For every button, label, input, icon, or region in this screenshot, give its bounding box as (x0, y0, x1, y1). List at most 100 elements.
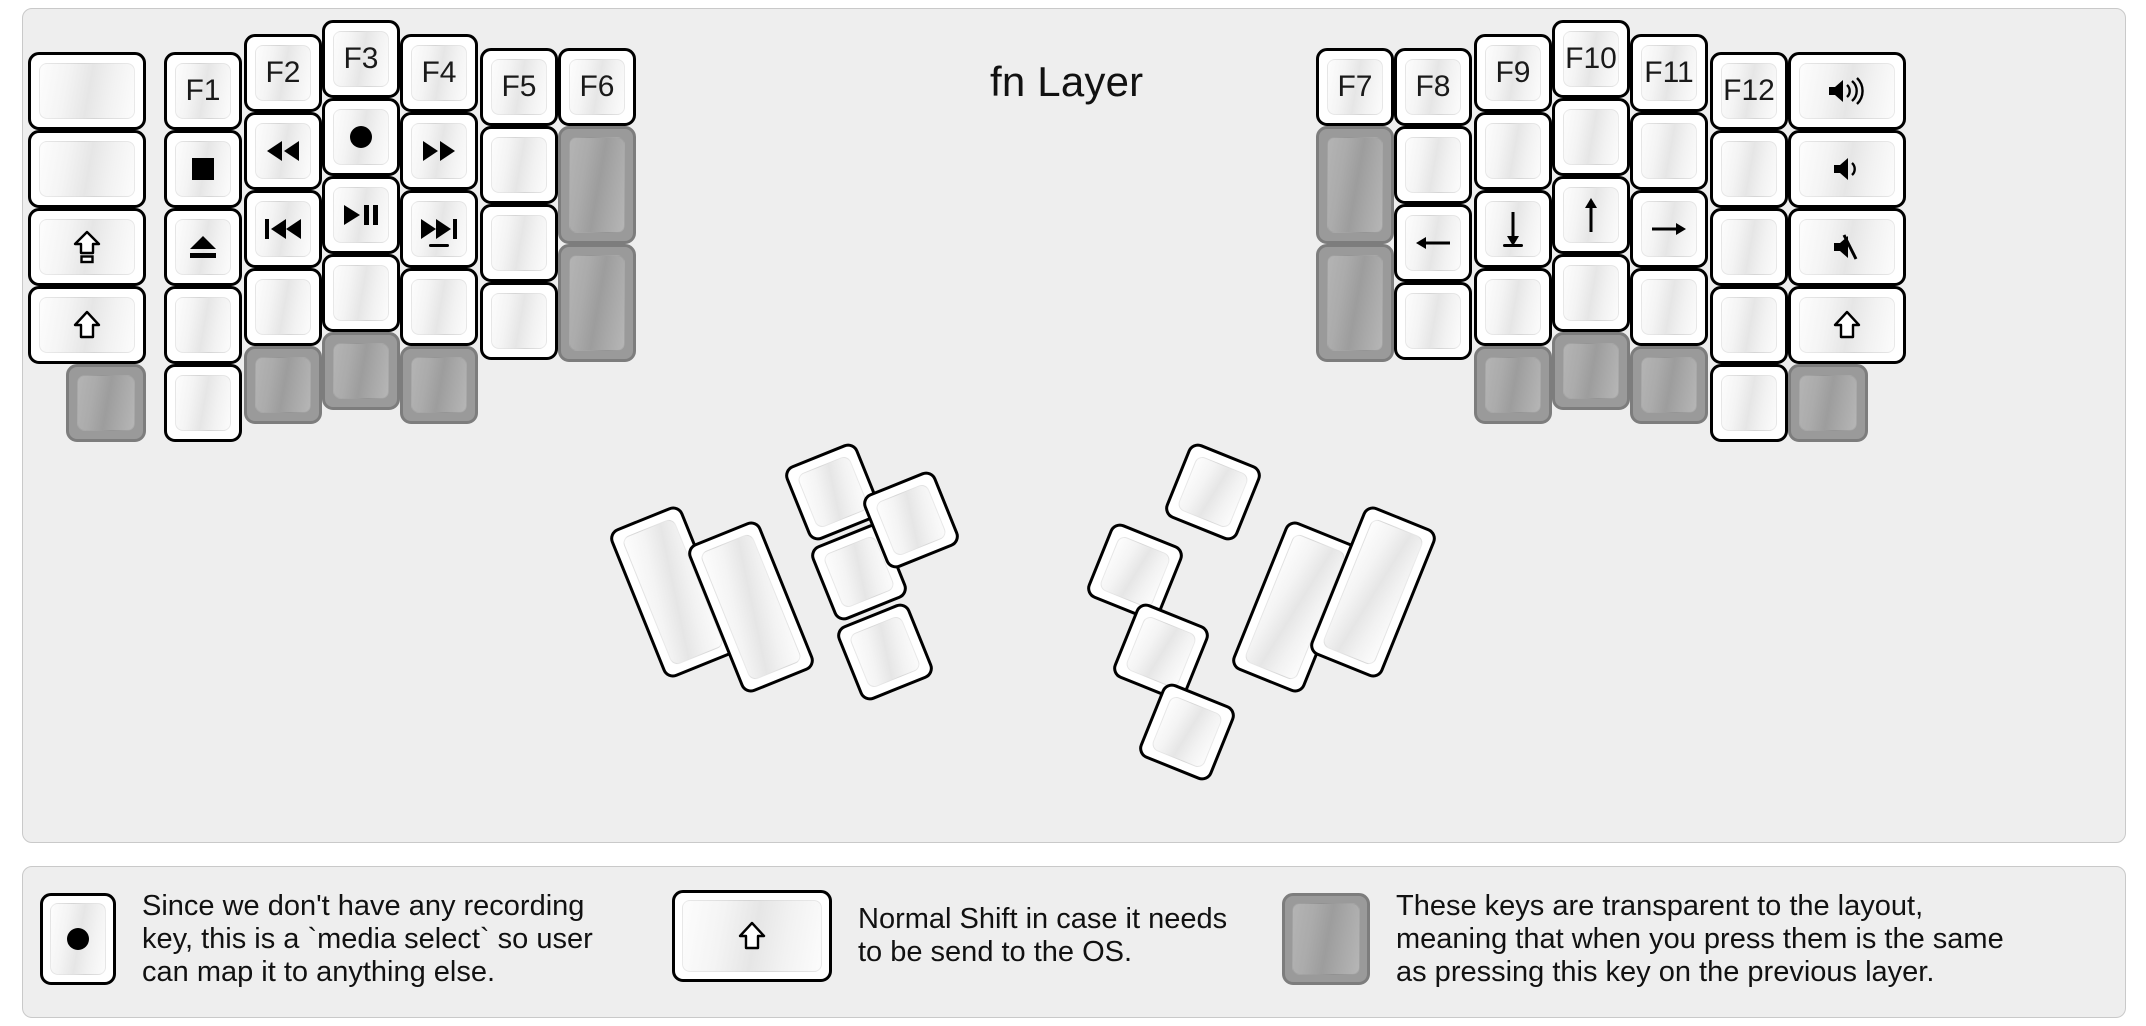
keycap-l-r1c3[interactable]: F2 (244, 34, 322, 112)
keycap-l-r2c4[interactable] (322, 98, 400, 176)
keycap-r-r5c6[interactable] (1710, 364, 1788, 442)
keycap-r-r1c1[interactable]: F7 (1316, 48, 1394, 126)
keycap-r-r3c7[interactable] (1788, 208, 1906, 286)
keycap-l-r2c7[interactable] (558, 126, 636, 244)
keycap-r-r2c5[interactable] (1630, 112, 1708, 190)
key-label: F2 (265, 56, 301, 89)
keycap-r-r5c7[interactable] (1788, 364, 1868, 442)
keycap-l-r4c5[interactable] (400, 268, 478, 346)
keycap-r-r1c6[interactable]: F12 (1710, 52, 1788, 130)
keycap-face (1721, 141, 1777, 197)
keycap-l-r3c7[interactable] (558, 244, 636, 362)
keycap-r-r5c3[interactable] (1474, 346, 1552, 424)
keycap-face: F2 (255, 45, 311, 101)
legend-record-description: Since we don't have any recording key, t… (142, 890, 593, 988)
page-title: fn Layer (990, 58, 1144, 105)
keycap-r-r2c3[interactable] (1474, 112, 1552, 190)
keycap-r-r3c2[interactable] (1394, 204, 1472, 282)
keycap-l-r2c1[interactable] (28, 130, 146, 208)
eject-icon (190, 236, 216, 258)
key-label: F6 (579, 70, 615, 103)
keycap-r-r2c7[interactable] (1788, 130, 1906, 208)
keycap-r-r3c1[interactable] (1316, 244, 1394, 362)
keycap-r-r3c5[interactable] (1630, 190, 1708, 268)
keycap-l-r3c3[interactable] (244, 190, 322, 268)
keycap-r-r4c3[interactable] (1474, 268, 1552, 346)
keycap-r-r1c4[interactable]: F10 (1552, 20, 1630, 98)
keycap-face (491, 215, 547, 271)
keycap-face: F3 (333, 31, 389, 87)
keycap-face (874, 482, 948, 558)
keycap-l-r1c6[interactable]: F5 (480, 48, 558, 126)
keycap-l-r2c2[interactable] (164, 130, 242, 208)
key-label: F7 (1337, 70, 1373, 103)
keycap-r-r3c6[interactable] (1710, 208, 1788, 286)
keycap-r-r4c7[interactable] (1788, 286, 1906, 364)
keycap-face (1641, 123, 1697, 179)
keycap-l-r5c5[interactable] (400, 346, 478, 424)
keycap-l-r5c4[interactable] (322, 332, 400, 410)
keycap-l-r2c5[interactable] (400, 112, 478, 190)
keycap-face: F5 (491, 59, 547, 115)
shift-icon (738, 921, 766, 950)
keycap-r-r2c4[interactable] (1552, 98, 1630, 176)
keycap-r-r4c5[interactable] (1630, 268, 1708, 346)
keycap-l-r1c4[interactable]: F3 (322, 20, 400, 98)
shift-icon (73, 310, 101, 339)
keycap-r-r1c7[interactable] (1788, 52, 1906, 130)
keycap-face (255, 123, 311, 179)
keycap-r-r5c4[interactable] (1552, 332, 1630, 410)
keycap-face: F9 (1485, 45, 1541, 101)
keycap-face (39, 219, 135, 275)
legend-transparent-keycap (1282, 893, 1370, 986)
fast-forward-icon (423, 141, 455, 161)
keycap-l-r4c3[interactable] (244, 268, 322, 346)
keycap-face (1150, 694, 1224, 770)
keycap-r-r1c3[interactable]: F9 (1474, 34, 1552, 112)
keycap-r-r4c2[interactable] (1394, 282, 1472, 360)
keycap-r-r2c1[interactable] (1316, 126, 1394, 244)
keycap-l-r2c3[interactable] (244, 112, 322, 190)
keycap-l-r5c3[interactable] (244, 346, 322, 424)
keycap-face (1405, 215, 1461, 271)
keycap-l-r3c1[interactable] (28, 208, 146, 286)
keycap-l-r2c6[interactable] (480, 126, 558, 204)
next-track-icon (421, 219, 457, 239)
keycap-l-r3c2[interactable] (164, 208, 242, 286)
keycap-face (175, 297, 231, 353)
keycap-l-r1c2[interactable]: F1 (164, 52, 242, 130)
keycap-r-r1c2[interactable]: F8 (1394, 48, 1472, 126)
keycap-face (1327, 137, 1383, 233)
keycap-l-r5c1[interactable] (66, 364, 146, 442)
keycap-face (1563, 265, 1619, 321)
keycap-r-r4c6[interactable] (1710, 286, 1788, 364)
keycap-l-r4c6[interactable] (480, 282, 558, 360)
keycap-l-r3c5[interactable] (400, 190, 478, 268)
keycap-r-r2c2[interactable] (1394, 126, 1472, 204)
keycap-r-r3c3[interactable] (1474, 190, 1552, 268)
stop-icon (192, 158, 214, 180)
keycap-r-r1c5[interactable]: F11 (1630, 34, 1708, 112)
keycap-l-r4c1[interactable] (28, 286, 146, 364)
keycap-r-r4c4[interactable] (1552, 254, 1630, 332)
keycap-l-r5c2[interactable] (164, 364, 242, 442)
keycap-face: F4 (411, 45, 467, 101)
legend-shift: Normal Shift in case it needs to be send… (672, 890, 1227, 982)
keycap-l-r4c2[interactable] (164, 286, 242, 364)
keycap-l-r1c7[interactable]: F6 (558, 48, 636, 126)
keycap-l-r3c6[interactable] (480, 204, 558, 282)
keycap-face (1485, 201, 1541, 257)
keycap-l-r3c4[interactable] (322, 176, 400, 254)
keycap-r-r3c4[interactable] (1552, 176, 1630, 254)
keycap-face (255, 357, 311, 413)
keycap-r-r2c6[interactable] (1710, 130, 1788, 208)
keycap-face (411, 357, 467, 413)
legend-panel (22, 866, 2126, 1018)
keycap-l-r4c4[interactable] (322, 254, 400, 332)
keycap-face (491, 137, 547, 193)
previous-track-icon (265, 219, 301, 239)
keycap-l-r1c5[interactable]: F4 (400, 34, 478, 112)
keycap-face (1292, 903, 1360, 976)
keycap-l-r1c1[interactable] (28, 52, 146, 130)
keycap-r-r5c5[interactable] (1630, 346, 1708, 424)
